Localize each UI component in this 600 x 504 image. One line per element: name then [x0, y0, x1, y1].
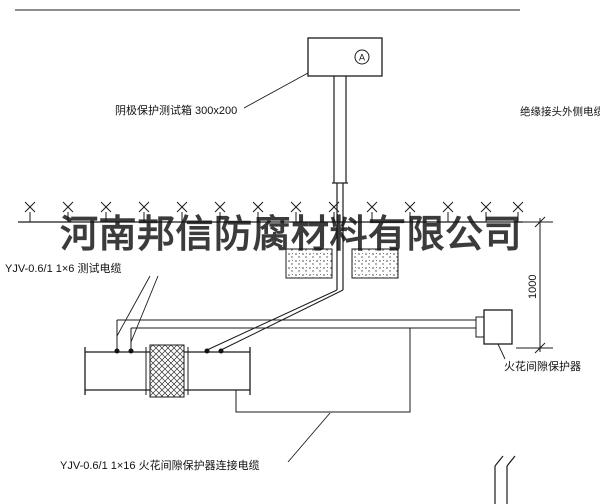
ammeter-letter: A	[359, 53, 365, 63]
test-cable-label: YJV-0.6/1 1×6 测试电缆	[5, 262, 121, 275]
spark-protector-label: 火花间隙保护器	[504, 359, 581, 373]
connection-cable	[235, 328, 411, 413]
connection-cable-label: YJV-0.6/1 1×16 火花间隙保护器连接电缆	[60, 458, 260, 472]
continuation-symbol	[494, 455, 516, 504]
spark-gap-protector	[475, 309, 513, 345]
dimension-1000	[516, 216, 553, 354]
test-box-label: 阴极保护测试箱 300x200	[115, 103, 237, 117]
insulating-joint	[145, 344, 189, 398]
leader-lines	[116, 72, 506, 463]
conduit-riser	[332, 76, 348, 290]
test-box: A	[307, 37, 383, 77]
watermark-text: 河南邦信防腐材料有限公司	[60, 214, 522, 256]
concrete-blocks	[285, 248, 399, 279]
outer-cable-label: 绝缘接头外侧电缆	[520, 105, 600, 118]
dimension-value: 1000	[527, 275, 539, 299]
ammeter-symbol: A	[354, 49, 370, 65]
